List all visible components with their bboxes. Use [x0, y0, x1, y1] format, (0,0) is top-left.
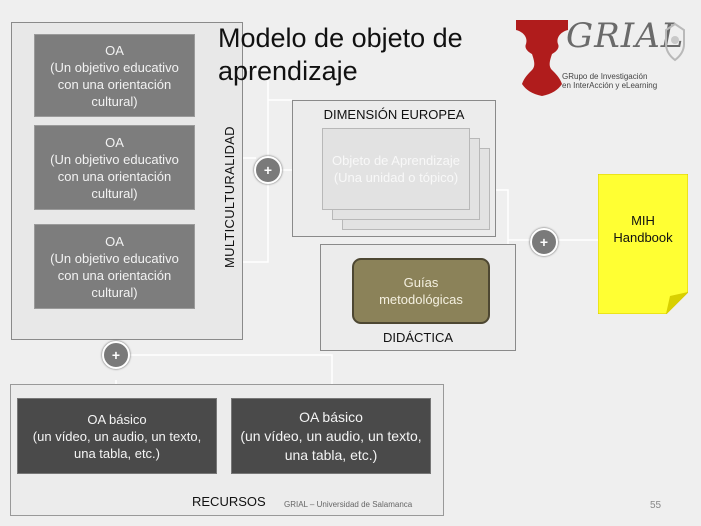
oa-box-3: OA (Un objetivo educativo con una orient…: [34, 224, 195, 309]
grial-logo-mark: GRIAL: [566, 16, 685, 56]
slide-title-line2: aprendizaje: [218, 56, 358, 86]
oa-box-1: OA (Un objetivo educativo con una orient…: [34, 34, 195, 117]
grial-tagline-line1: GRupo de Investigación: [562, 72, 648, 81]
mih-label: MIH: [631, 213, 655, 228]
grial-tagline-line2: en InterAcción y eLearning: [562, 81, 658, 90]
plus-circle-resources: +: [102, 341, 130, 369]
slide-title-line1: Modelo de objeto de: [218, 23, 463, 53]
oa-box-3-title: OA: [105, 233, 124, 249]
slide-title: Modelo de objeto de aprendizaje: [218, 22, 463, 88]
didactica-label: DIDÁCTICA: [382, 330, 454, 345]
grial-logo: GRIAL GRupo de Investigación en InterAcc…: [512, 14, 690, 100]
oa-basico-1-title: OA básico: [87, 411, 147, 427]
grial-logo-tagline: GRupo de Investigación en InterAcción y …: [562, 72, 657, 90]
oa-box-1-text: (Un objetivo educativo con una orientaci…: [50, 59, 179, 109]
multiculturalidad-label: MULTICULTURALIDAD: [222, 126, 237, 268]
plus-circle-multicultural: +: [254, 156, 282, 184]
university-seal-icon: [665, 22, 685, 62]
oa-basico-2-title: OA básico: [299, 408, 363, 425]
recursos-label: RECURSOS: [192, 494, 266, 509]
oa-basico-2-text: (un vídeo, un audio, un texto, una tabla…: [240, 427, 422, 463]
faces-vase-icon: [516, 20, 568, 96]
mih-handbook-label: MIH Handbook: [598, 212, 688, 246]
handbook-label: Handbook: [613, 230, 673, 245]
learning-object-title: Objeto de Aprendizaje: [332, 153, 460, 168]
oa-basico-1-text: (un vídeo, un audio, un texto, una tabla…: [32, 428, 202, 461]
plus-circle-handbook: +: [530, 228, 558, 256]
oa-basico-box-2: OA básico (un vídeo, un audio, un texto,…: [231, 398, 431, 474]
oa-box-1-title: OA: [105, 42, 124, 58]
oa-box-2-title: OA: [105, 134, 124, 150]
oa-box-2: OA (Un objetivo educativo con una orient…: [34, 125, 195, 210]
page-number: 55: [650, 500, 662, 511]
mih-handbook-note: MIH Handbook: [598, 174, 688, 314]
oa-box-3-text: (Un objetivo educativo con una orientaci…: [50, 250, 179, 300]
guias-metodologicas-label: Guías metodológicas: [379, 275, 463, 307]
sticky-note-shape: [598, 174, 688, 314]
oa-basico-box-1: OA básico (un vídeo, un audio, un texto,…: [17, 398, 217, 474]
learning-object-text: (Una unidad o tópico): [333, 170, 459, 185]
learning-object-card: Objeto de Aprendizaje (Una unidad o tópi…: [322, 128, 470, 210]
dimension-europea-label: DIMENSIÓN EUROPEA: [323, 107, 465, 122]
guias-metodologicas-box: Guías metodológicas: [352, 258, 490, 324]
footer-source: GRIAL – Universidad de Salamanca: [284, 500, 413, 509]
oa-box-2-text: (Un objetivo educativo con una orientaci…: [50, 151, 179, 201]
